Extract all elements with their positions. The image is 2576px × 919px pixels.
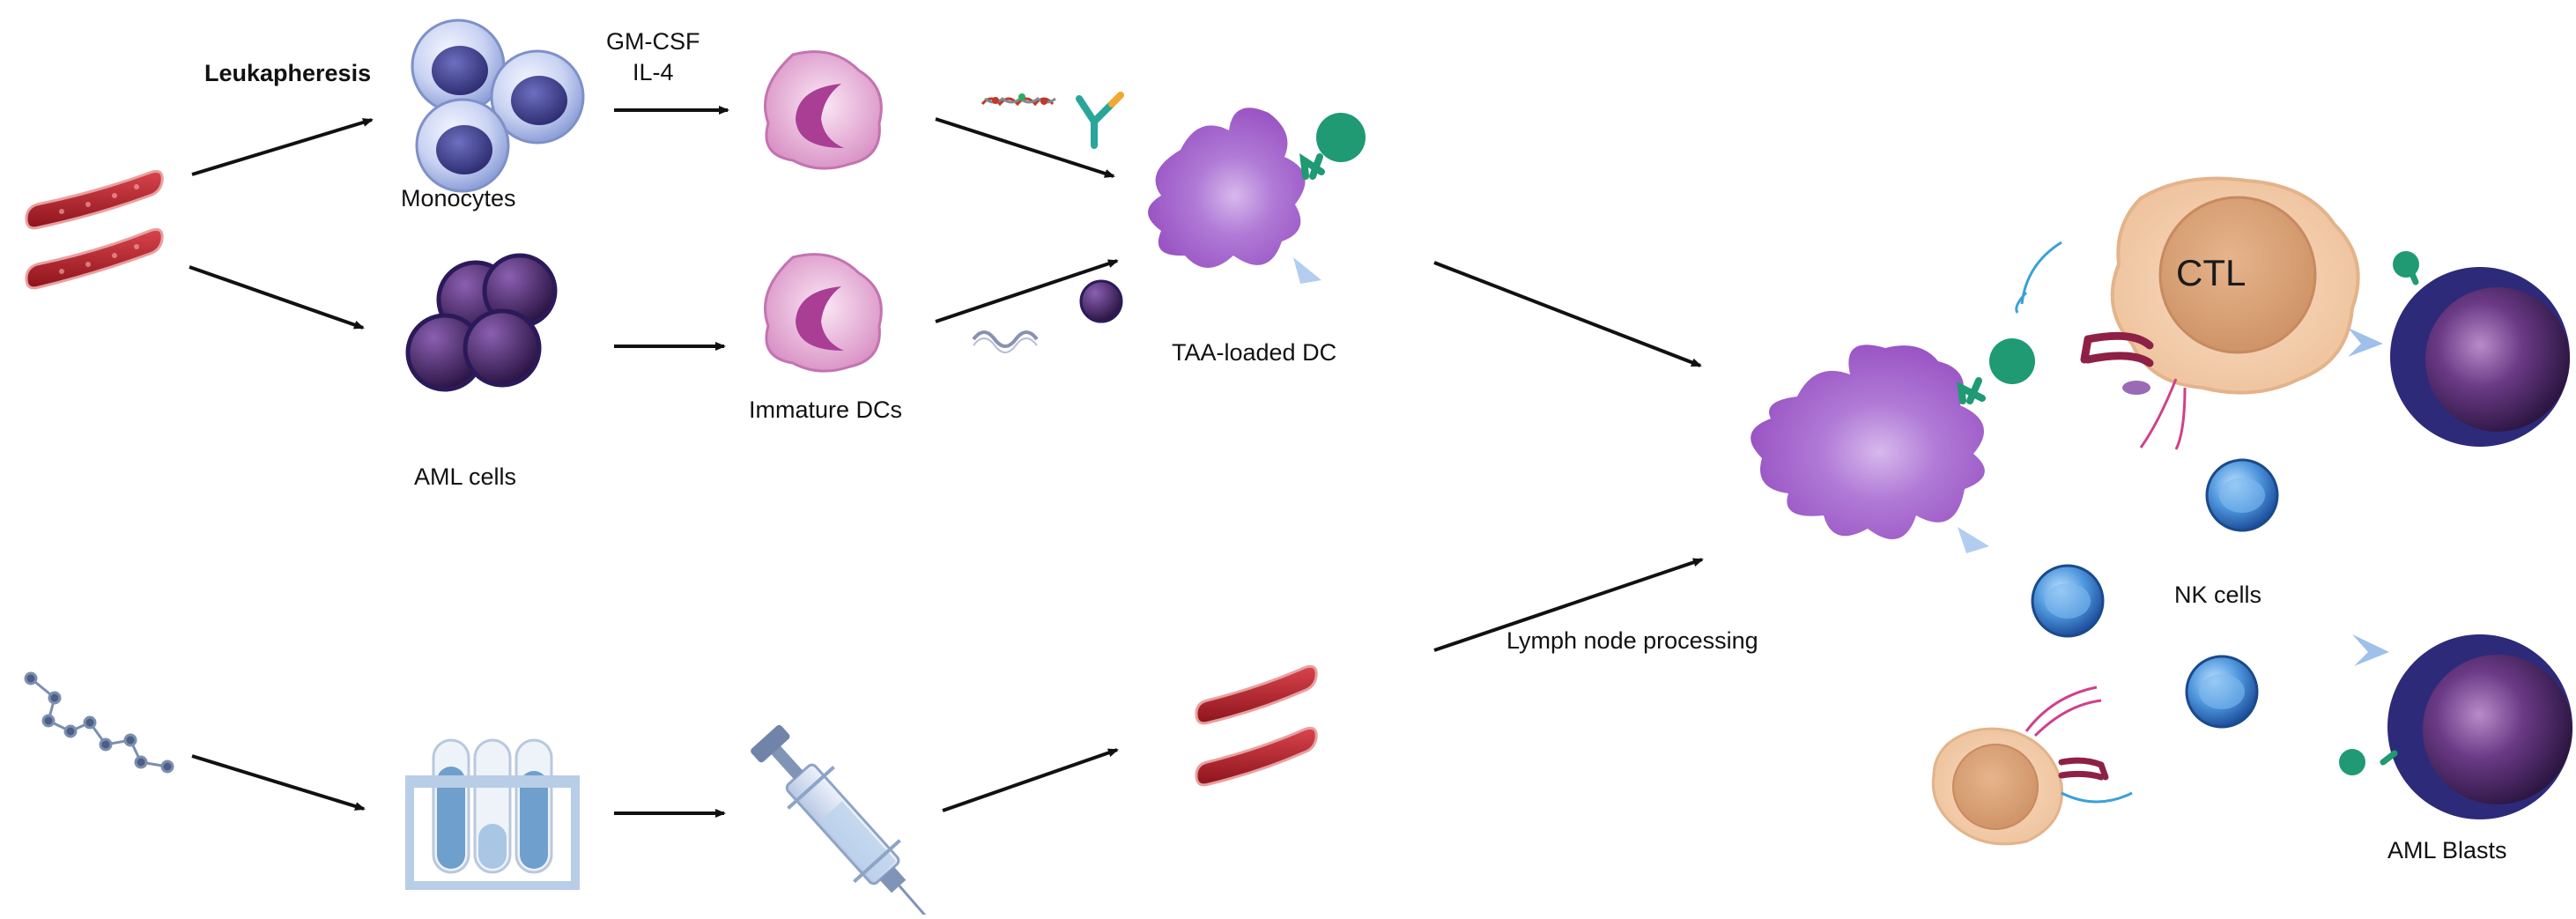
label-il4: IL-4 [633, 59, 674, 85]
antigen-molecule-icon [981, 93, 1056, 107]
ctl-cell-icon-2 [1931, 686, 2133, 846]
immature-dc-icon-2 [764, 253, 883, 373]
immature-dc-icon [764, 50, 883, 170]
blood-vessel-icon [25, 169, 164, 290]
peptide-chain-icon [24, 671, 174, 774]
label-lymph-node-processing: Lymph node processing [1506, 627, 1758, 654]
nk-cell-icon [2205, 458, 2279, 532]
blood-vessel-icon-2 [1195, 664, 1318, 787]
nk-cell-icon-2 [2031, 564, 2105, 638]
label-aml-cells: AML cells [414, 463, 517, 490]
tumor-lysate-icon [1079, 279, 1123, 323]
nk-cell-icon-3 [2185, 655, 2259, 729]
aml-blast-icon [2348, 251, 2570, 447]
label-monocytes: Monocytes [401, 185, 516, 211]
aml-blast-icon-2 [2339, 634, 2572, 819]
taa-loaded-dc-icon [1148, 107, 1366, 284]
label-taa-loaded-dc: TAA-loaded DC [1172, 339, 1337, 366]
antibody-icon [1076, 92, 1124, 149]
label-ctl: CTL [2176, 252, 2247, 293]
rna-strand-icon [972, 330, 1039, 353]
test-tubes-icon [405, 738, 580, 890]
label-leukapheresis: Leukapheresis [204, 60, 372, 86]
ctl-cell-icon [2015, 176, 2360, 450]
syringe-icon [751, 724, 936, 919]
label-gmcsf: GM-CSF [606, 28, 700, 55]
label-immature-dcs: Immature DCs [749, 397, 903, 423]
arrows [189, 106, 1704, 818]
aml-cells-icon [405, 253, 558, 392]
monocytes-icon [411, 19, 585, 193]
label-nk-cells: NK cells [2174, 582, 2262, 608]
label-aml-blasts: AML Blasts [2387, 837, 2507, 863]
mature-dc-icon [1751, 338, 2035, 553]
